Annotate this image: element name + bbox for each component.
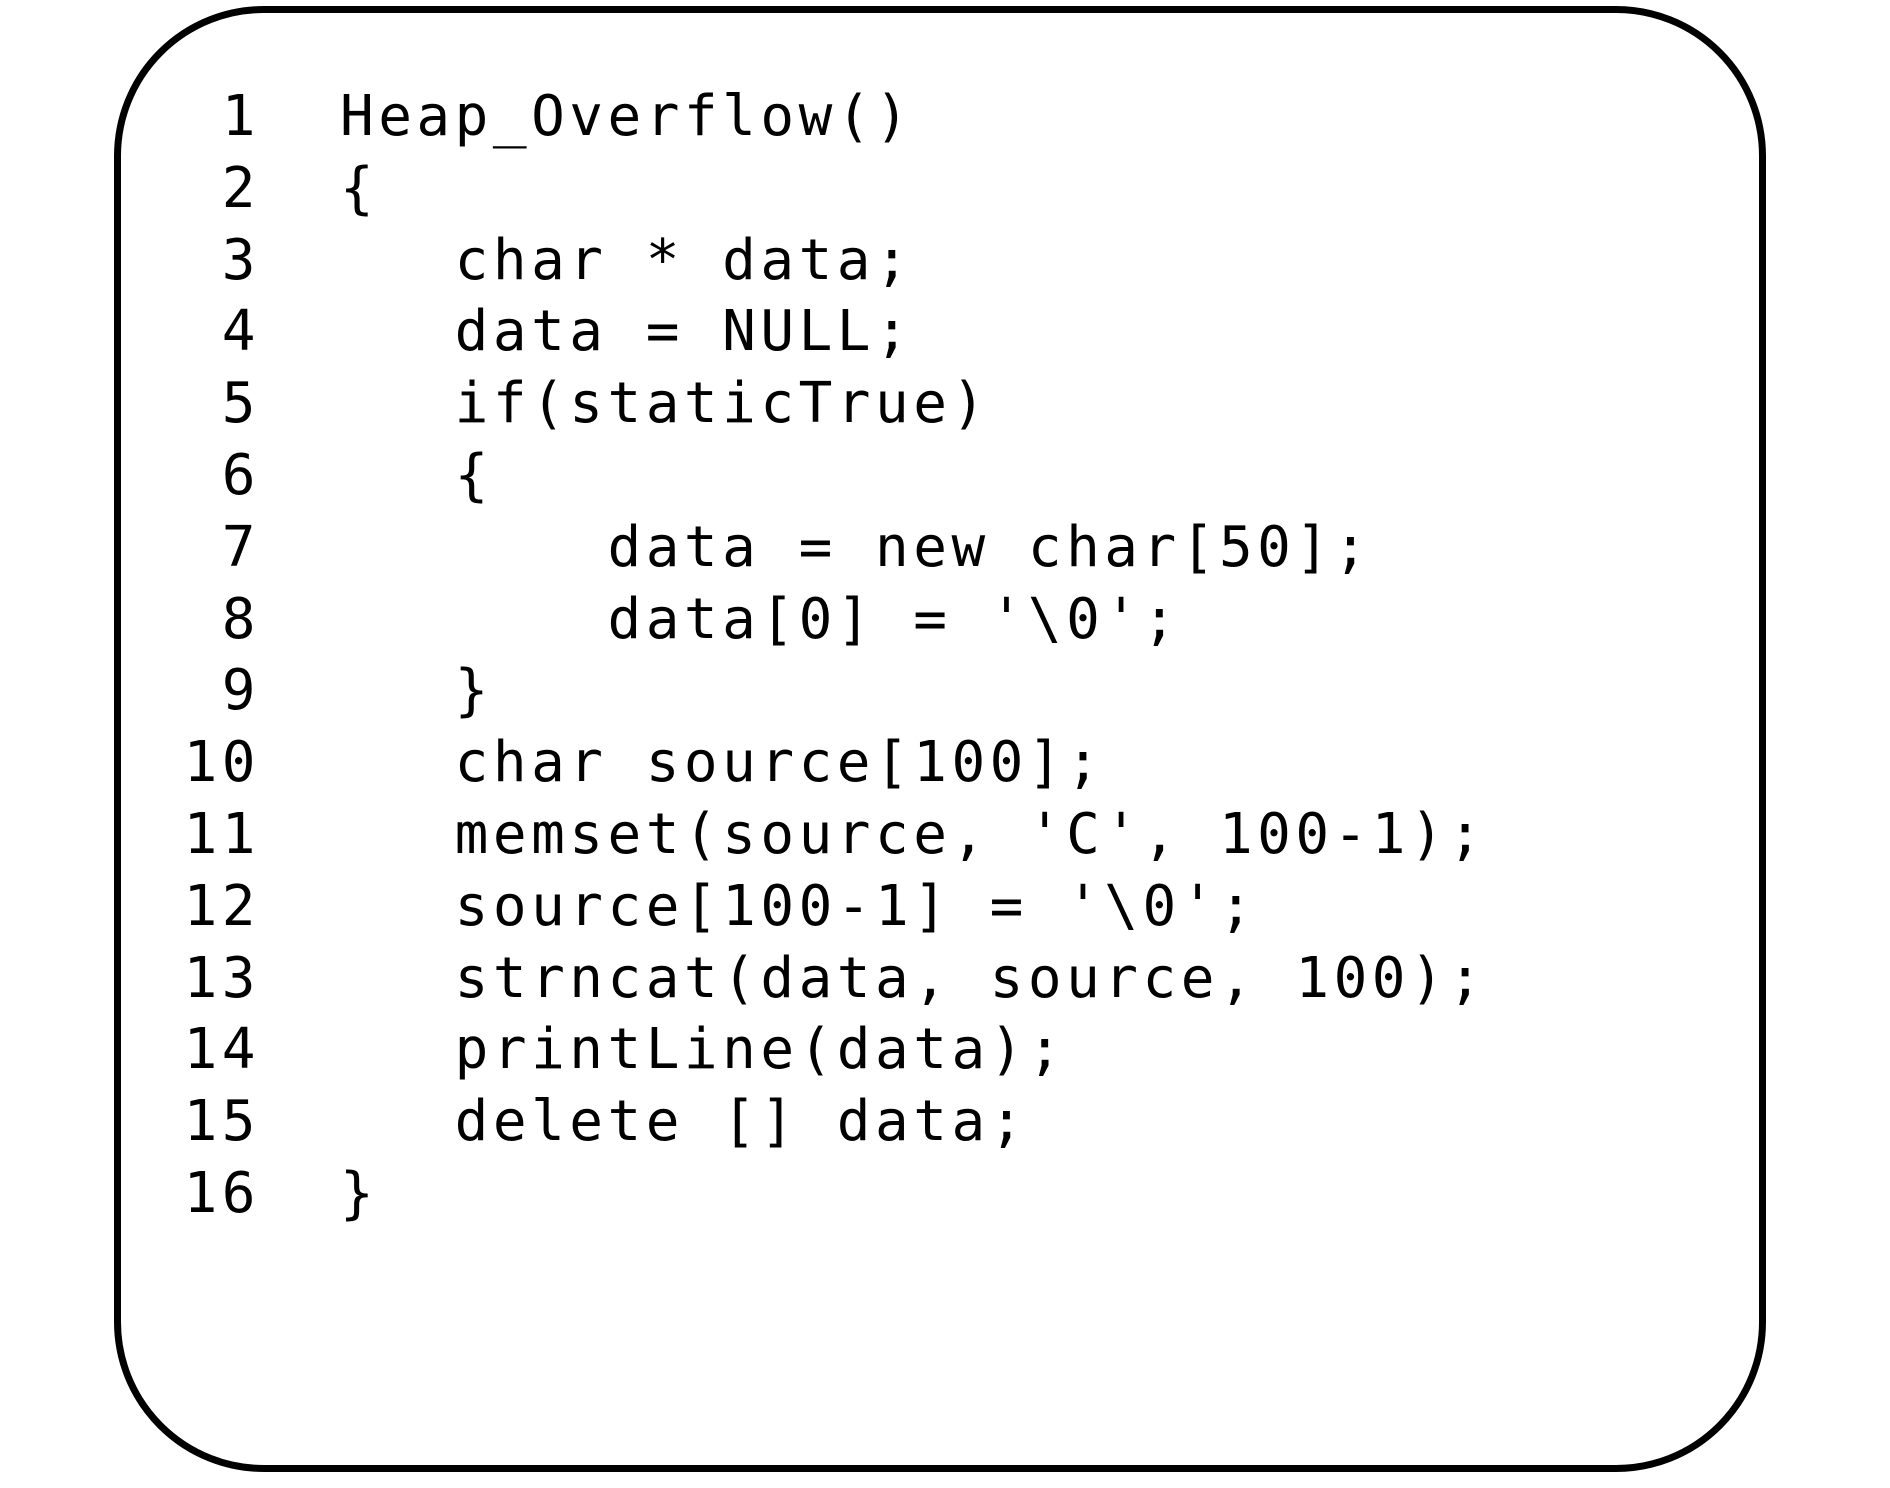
code-line: 5 if(staticTrue) [0,368,1890,440]
line-number: 13 [183,945,260,1011]
code-text: char source[100]; [340,730,1105,796]
line-number: 5 [221,371,260,437]
code-line: 1 Heap_Overflow() [0,81,1890,153]
code-line: 11 memset(source, 'C', 100-1); [0,799,1890,871]
code-text: } [340,1160,379,1226]
code-text: source[100-1] = '\0'; [340,873,1258,939]
line-number: 12 [183,873,260,939]
line-number: 14 [183,1017,260,1083]
code-line: 9 } [0,655,1890,727]
code-text: char * data; [340,227,914,293]
line-number: 10 [183,730,260,796]
line-number: 9 [221,658,260,724]
code-line: 12 source[100-1] = '\0'; [0,871,1890,943]
line-number: 11 [183,801,260,867]
code-line: 15 delete [] data; [0,1086,1890,1158]
code-text: } [340,658,493,724]
code-text: printLine(data); [340,1017,1067,1083]
code-line: 16} [0,1158,1890,1230]
code-text: if(staticTrue) [340,371,990,437]
line-number: 2 [221,155,260,221]
code-text: { [340,442,493,508]
code-text: delete [] data; [340,1089,1028,1155]
code-line: 6 { [0,440,1890,512]
code-line: 10 char source[100]; [0,727,1890,799]
line-number: 8 [221,586,260,652]
code-text: data = NULL; [340,299,914,365]
code-line: 8 data[0] = '\0'; [0,584,1890,656]
code-line: 7 data = new char[50]; [0,512,1890,584]
code-text: data = new char[50]; [340,514,1372,580]
line-number: 15 [183,1089,260,1155]
code-frame [114,6,1766,1472]
code-text: memset(source, 'C', 100-1); [340,801,1487,867]
line-number: 16 [183,1160,260,1226]
code-text: Heap_Overflow() [340,84,914,149]
line-number: 3 [221,227,260,293]
code-text: data[0] = '\0'; [340,586,1181,652]
line-number: 4 [221,299,260,365]
code-line: 14 printLine(data); [0,1014,1890,1086]
code-line: 13 strncat(data, source, 100); [0,943,1890,1015]
code-text: { [340,155,379,221]
line-number: 6 [221,442,260,508]
line-number: 1 [221,84,260,149]
code-line: 4 data = NULL; [0,296,1890,368]
line-number: 7 [221,514,260,580]
code-line: 3 char * data; [0,225,1890,297]
code-line: 2{ [0,153,1890,225]
code-text: strncat(data, source, 100); [340,945,1487,1011]
